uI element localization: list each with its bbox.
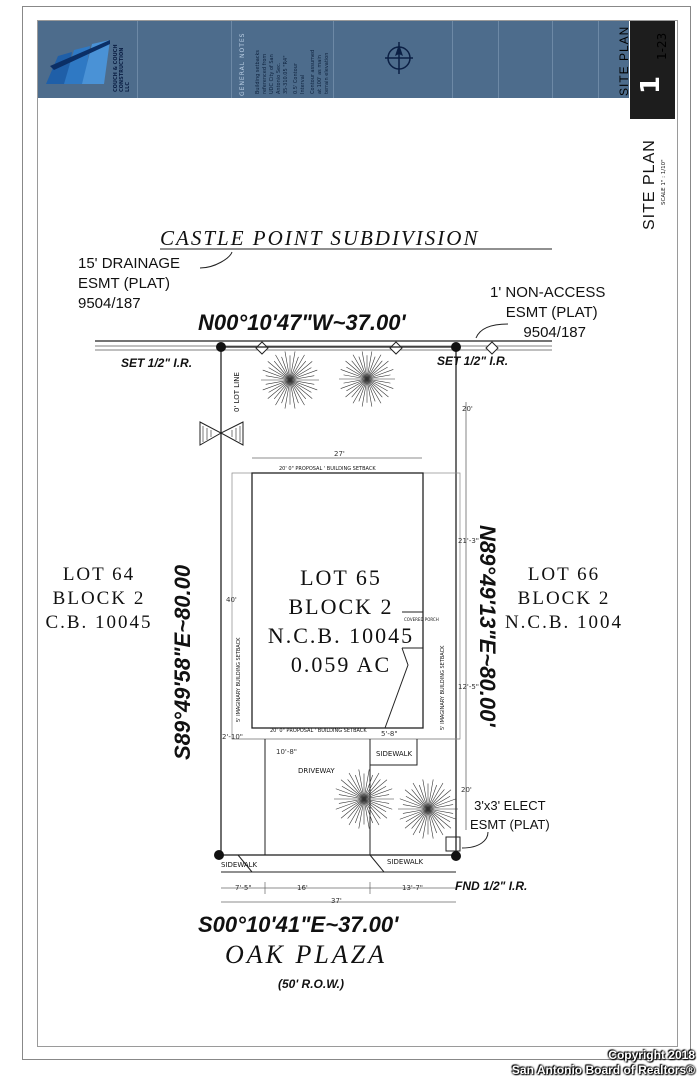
- dim-bottom-2: 16': [297, 884, 308, 892]
- covered-porch-label: COVERED PORCH: [404, 617, 439, 622]
- lot-line-label: 0' LOT LINE: [233, 372, 241, 412]
- non-access-line: ESMT (PLAT): [505, 304, 598, 321]
- lot-64-line: C.B. 10045: [45, 612, 153, 633]
- lot-65-label: LOT 65 BLOCK 2 N.C.B. 10045 0.059 AC: [250, 563, 432, 679]
- driveway-label: DRIVEWAY: [298, 767, 335, 775]
- lot-65-line: LOT 65: [300, 565, 382, 590]
- dim-rear-gap: 20': [462, 405, 473, 413]
- dim-right-front: 20': [461, 786, 472, 794]
- title-divider: [552, 21, 554, 98]
- tree-icon: [339, 351, 395, 407]
- copyright-watermark: Copyright 2018 San Antonio Board of Real…: [485, 1048, 695, 1078]
- lot-65-line: N.C.B. 10045: [267, 623, 415, 648]
- non-access-esmt-label: 1' NON-ACCESS ESMT (PLAT) 9504/187: [490, 283, 605, 343]
- pin-label-ne: SET 1/2" I.R.: [437, 354, 509, 368]
- dim-left-offset: 2'-10": [222, 733, 244, 741]
- right-of-way: (50' R.O.W.): [278, 977, 344, 991]
- sidewalk-label: SIDEWALK: [387, 858, 424, 866]
- dim-house-depth: 40': [226, 596, 237, 604]
- title-divider: [452, 21, 454, 98]
- dim-drive-width: 10'-8": [276, 748, 298, 756]
- rear-setback-label: 20' 0" PROPOSAL ' BUILDING SETBACK: [270, 728, 367, 734]
- lot-64-label: LOT 64 BLOCK 2 C.B. 10045: [36, 563, 162, 635]
- south-bearing: S00°10'41"E~37.00': [198, 912, 399, 937]
- non-access-line: 1' NON-ACCESS: [490, 284, 606, 301]
- copyright-line: Copyright 2018: [608, 1048, 695, 1062]
- elect-esmt-line: ESMT (PLAT): [470, 817, 550, 832]
- north-arrow-icon: [385, 42, 413, 74]
- title-divider: [498, 21, 500, 98]
- sidewalk-label: SIDEWALK: [376, 750, 413, 758]
- dim-bottom-total: 37': [331, 897, 342, 905]
- sidewalk-label: SIDEWALK: [221, 861, 258, 869]
- lot-66-line: N.C.B. 1004: [504, 612, 624, 633]
- lot-65-line: BLOCK 2: [288, 594, 394, 619]
- tree-icon: [398, 779, 458, 839]
- drawing-border: [37, 20, 678, 1047]
- elect-esmt-line: 3'x3' ELECT: [474, 798, 546, 813]
- dim-porch-offset: 5'-8": [381, 730, 398, 738]
- dim-bottom-1: 7'-5": [235, 884, 252, 892]
- tree-icon: [334, 769, 394, 829]
- north-bearing: N00°10'47"W~37.00': [198, 310, 406, 335]
- title-divider: [137, 21, 139, 98]
- pin-label-nw: SET 1/2" I.R.: [121, 356, 193, 370]
- lot-66-line: BLOCK 2: [517, 588, 611, 609]
- subdivision-name: CASTLE POINT SUBDIVISION: [160, 226, 480, 250]
- tree-icon: [261, 351, 319, 409]
- dim-top-width: 27': [334, 450, 345, 458]
- elect-esmt-label: 3'x3' ELECT ESMT (PLAT): [470, 796, 550, 834]
- title-divider: [598, 21, 600, 98]
- title-divider: [333, 21, 335, 98]
- title-divider: [231, 21, 233, 98]
- right-setback-label: 5' IMAGINARY BUILDING SETBACK: [440, 645, 446, 730]
- lot-65-line: 0.059 AC: [290, 652, 392, 677]
- lot-64-line: LOT 64: [62, 564, 136, 585]
- drainage-line: ESMT (PLAT): [78, 275, 170, 292]
- drainage-line: 9504/187: [78, 295, 141, 312]
- lot-66-label: LOT 66 BLOCK 2 N.C.B. 1004: [494, 563, 634, 635]
- pin-label-se: FND 1/2" I.R.: [455, 879, 528, 893]
- outer-border: [22, 6, 691, 1060]
- dim-right-lower: 12'-5": [458, 683, 480, 691]
- left-setback-label: 5' IMAGINARY BUILDING SETBACK: [236, 637, 242, 722]
- drainage-esmt-label: 15' DRAINAGE ESMT (PLAT) 9504/187: [78, 254, 180, 314]
- sheet-number-box: [630, 21, 675, 119]
- dim-bottom-3: 13'-7": [402, 884, 424, 892]
- drainage-line: 15' DRAINAGE: [78, 255, 181, 272]
- non-access-line: 9504/187: [523, 324, 586, 341]
- lot-66-line: LOT 66: [527, 564, 601, 585]
- company-logo-icon: [46, 40, 110, 84]
- dim-right-upper: 21'-3": [458, 537, 480, 545]
- copyright-line: San Antonio Board of Realtors®: [511, 1063, 695, 1077]
- lot-64-line: BLOCK 2: [52, 588, 146, 609]
- street-name: OAK PLAZA: [225, 940, 388, 969]
- front-setback-label: 20' 0" PROPOSAL ' BUILDING SETBACK: [279, 466, 376, 472]
- west-bearing: S89°49'58"E~80.00: [170, 564, 195, 760]
